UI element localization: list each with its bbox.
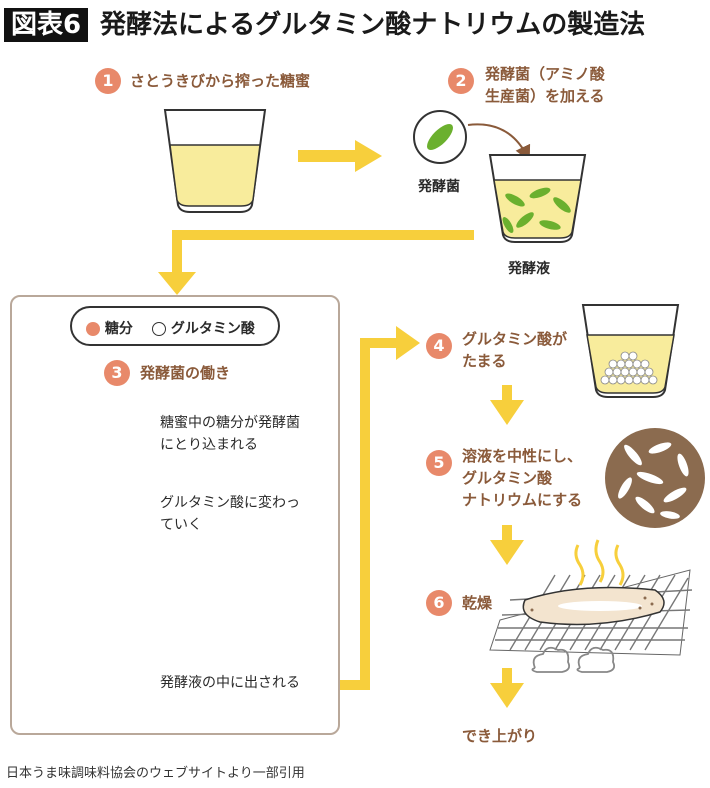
step-1-number: 1 xyxy=(95,68,121,94)
glutamic-dot-icon xyxy=(152,322,166,336)
step-2-text-line2: 生産菌）を加える xyxy=(485,87,605,105)
step-1-text: さとうきびから搾った糖蜜 xyxy=(130,72,311,90)
drying-rack-icon xyxy=(489,539,693,673)
step-3-number: 3 xyxy=(104,360,130,386)
step-5-text-line3: ナトリウムにする xyxy=(462,491,583,509)
step-3-text: 発酵菌の働き xyxy=(140,364,231,382)
molasses-glass-icon xyxy=(163,109,267,213)
figure-label: 図表6 xyxy=(4,8,89,42)
source-credit: 日本うま味調味料協会のウェブサイトより一部引用 xyxy=(6,766,305,781)
note-3: 発酵液の中に出される xyxy=(160,675,300,691)
crystals-icon xyxy=(605,428,705,528)
legend-glutamic-label: グルタミン酸 xyxy=(170,321,255,337)
note-2-line1: グルタミン酸に変わっ xyxy=(160,495,300,511)
step-5-number: 5 xyxy=(426,450,452,476)
legend: 糖分 グルタミン酸 xyxy=(70,306,280,346)
step-4-number: 4 xyxy=(426,333,452,359)
legend-sugar-label: 糖分 xyxy=(104,321,133,337)
arrow-2-to-3 xyxy=(158,230,474,295)
figure-title: 発酵法によるグルタミン酸ナトリウムの製造法 xyxy=(100,10,646,40)
arrow-3-to-4 xyxy=(320,326,420,690)
legend-sugar: 糖分 xyxy=(86,318,133,338)
step-2-number: 2 xyxy=(448,68,474,94)
glutamic-glass-icon xyxy=(581,304,680,398)
bacteria-single-icon xyxy=(413,110,531,164)
note-1-line2: にとり込まれる xyxy=(160,437,258,453)
arrow-1-to-2 xyxy=(298,140,382,172)
sugar-dot-icon xyxy=(86,322,100,336)
step-6-text: 乾燥 xyxy=(462,594,493,612)
bacteria-label: 発酵菌 xyxy=(418,179,460,195)
note-2-line2: ていく xyxy=(160,517,202,533)
bacteria-process-panel xyxy=(10,295,340,735)
legend-glutamic: グルタミン酸 xyxy=(152,318,255,338)
step-5-text-line1: 溶液を中性にし、 xyxy=(462,447,583,465)
ferment-liquid-label: 発酵液 xyxy=(508,261,550,277)
ferment-glass-icon xyxy=(488,154,587,243)
step-4-text-line1: グルタミン酸が xyxy=(462,330,568,348)
step-6-number: 6 xyxy=(426,590,452,616)
down-arrows-right xyxy=(490,385,524,708)
note-1-line1: 糖蜜中の糖分が発酵菌 xyxy=(160,415,300,431)
finished-label: でき上がり xyxy=(462,727,538,745)
step-5-text-line2: グルタミン酸 xyxy=(462,469,553,487)
step-4-text-line2: たまる xyxy=(462,352,507,370)
step-2-text-line1: 発酵菌（アミノ酸 xyxy=(485,65,605,83)
